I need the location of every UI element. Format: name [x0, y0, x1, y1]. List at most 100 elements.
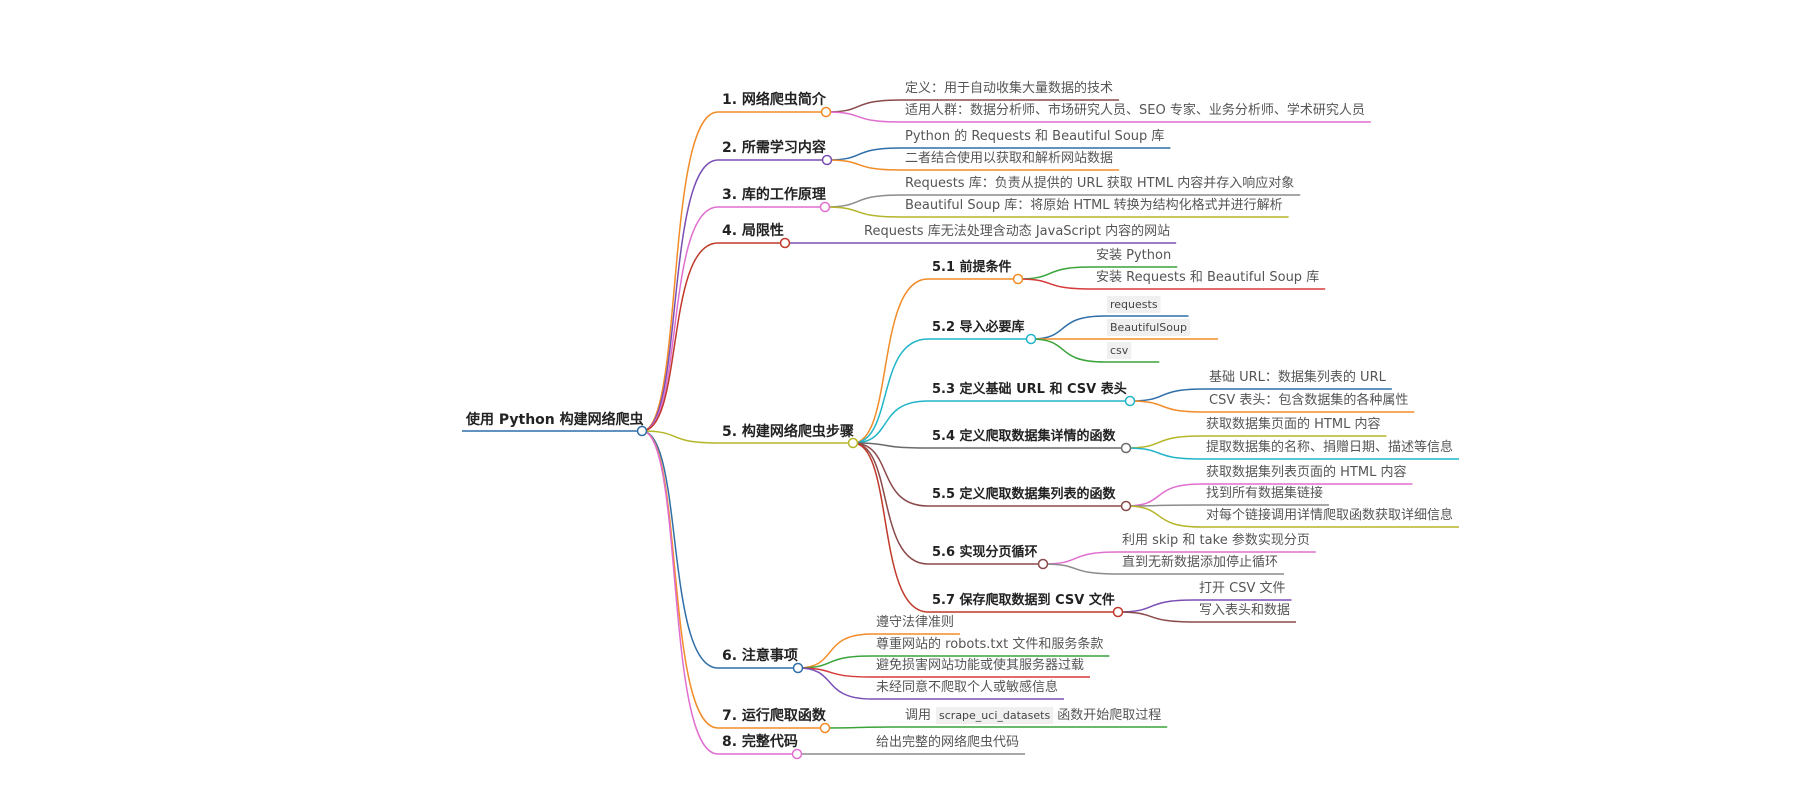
leaf-edge: [1042, 563, 1119, 575]
step-4-title: 5.4 定义爬取数据集详情的函数: [932, 428, 1117, 444]
code-chip: [1107, 296, 1161, 313]
leaf-label: 利用 skip 和 take 参数实现分页: [1122, 532, 1310, 548]
collapse-toggle[interactable]: [791, 748, 803, 760]
collapse-toggle[interactable]: [779, 237, 791, 249]
leaf-label: 未经同意不爬取个人或敏感信息: [876, 679, 1058, 695]
leaf-mixed: 调用 scrape_uci_datasets 函数开始爬取过程: [905, 707, 1161, 724]
sub-edge: [852, 442, 929, 613]
leaf-edge: [1125, 483, 1203, 507]
leaf-label: 对每个链接调用详情爬取函数获取详细信息: [1206, 507, 1453, 523]
code-leaf-csv: csv: [1110, 344, 1129, 357]
branch-7-title: 7. 运行爬取函数: [722, 707, 827, 724]
leaf-label: Python 的 Requests 和 Beautiful Soup 库: [905, 128, 1164, 144]
leaf-edge: [1017, 266, 1093, 280]
leaf-edge: [825, 111, 902, 123]
step-7-title: 5.7 保存爬取数据到 CSV 文件: [932, 592, 1115, 608]
leaf-label: 找到所有数据集链接: [1206, 485, 1323, 501]
collapse-toggle[interactable]: [1037, 558, 1049, 570]
sub-edge: [852, 278, 929, 444]
collapse-toggle[interactable]: [1012, 273, 1024, 285]
collapse-toggle[interactable]: [1112, 606, 1124, 618]
leaf-label: 打开 CSV 文件: [1199, 581, 1286, 596]
branch-1-title: 1. 网络爬虫简介: [722, 91, 827, 108]
branch-edge: [641, 242, 719, 432]
leaf-edge: [797, 667, 873, 700]
collapse-toggle[interactable]: [819, 201, 831, 213]
collapse-toggle[interactable]: [1124, 395, 1136, 407]
leaf-label: 调用: [905, 708, 931, 723]
leaf-suffix: 函数开始爬取过程: [1057, 708, 1161, 723]
code-chip: [936, 707, 1054, 724]
code-chip: [1107, 319, 1190, 336]
step-1-title: 5.1 前提条件: [932, 259, 1012, 275]
leaf-label: 写入表头和数据: [1199, 603, 1290, 618]
leaf-edge: [824, 206, 902, 218]
collapse-toggle[interactable]: [820, 106, 832, 118]
leaf-label: Requests 库：负责从提供的 URL 获取 HTML 内容并存入响应对象: [905, 175, 1294, 191]
leaf-edge: [1117, 599, 1196, 613]
leaf-label: 给出完整的网络爬虫代码: [876, 734, 1019, 750]
sub-edge: [852, 338, 929, 444]
step-3-title: 5.3 定义基础 URL 和 CSV 表头: [932, 381, 1127, 397]
leaf-edge: [1125, 447, 1203, 460]
leaf-label: Beautiful Soup 库：将原始 HTML 转换为结构化格式并进行解析: [905, 197, 1283, 213]
root-collapse-toggle[interactable]: [636, 425, 648, 437]
leaf-edge: [1125, 435, 1203, 449]
branch-edge: [641, 111, 719, 432]
step-5-title: 5.5 定义爬取数据集列表的函数: [932, 486, 1117, 502]
leaf-label: 获取数据集列表页面的 HTML 内容: [1206, 464, 1406, 480]
branch-5-title: 5. 构建网络爬虫步骤: [722, 423, 854, 440]
leaf-edge: [1030, 315, 1106, 340]
leaf-label: 提取数据集的名称、捐赠日期、描述等信息: [1206, 439, 1453, 455]
branch-3-title: 3. 库的工作原理: [722, 186, 826, 203]
branch-4-title: 4. 局限性: [722, 222, 784, 239]
leaf-edge: [1125, 505, 1203, 528]
leaf-edge: [825, 99, 902, 113]
leaf-edge: [1042, 551, 1119, 565]
leaf-edge: [1129, 388, 1206, 402]
branch-edge: [641, 430, 719, 669]
collapse-toggle[interactable]: [1025, 333, 1037, 345]
leaf-label: 安装 Python: [1096, 248, 1171, 263]
branch-6-title: 6. 注意事项: [722, 647, 798, 664]
leaf-edge: [824, 194, 902, 208]
code-chip: [1107, 342, 1132, 359]
step-2-title: 5.2 导入必要库: [932, 319, 1025, 335]
leaf-label: 直到无新数据添加停止循环: [1122, 554, 1278, 570]
collapse-toggle[interactable]: [1120, 442, 1132, 454]
branch-edge: [641, 430, 719, 755]
collapse-toggle[interactable]: [819, 722, 831, 734]
code-label: scrape_uci_datasets: [939, 709, 1050, 722]
leaf-label: 避免损害网站功能或使其服务器过载: [876, 657, 1084, 673]
branch-edge: [641, 206, 719, 432]
leaf-edge: [826, 159, 902, 171]
leaf-edge: [1017, 278, 1093, 290]
collapse-toggle[interactable]: [847, 437, 859, 449]
step-6-title: 5.6 实现分页循环: [932, 544, 1038, 560]
leaf-edge: [824, 726, 902, 729]
code-leaf-requests: requests: [1110, 298, 1158, 311]
leaf-label: 基础 URL：数据集列表的 URL: [1209, 369, 1387, 385]
branch-2-title: 2. 所需学习内容: [722, 139, 826, 156]
leaf-edge: [1117, 611, 1196, 623]
leaf-label: Requests 库无法处理含动态 JavaScript 内容的网站: [864, 223, 1170, 239]
leaf-label: 二者结合使用以获取和解析网站数据: [905, 150, 1113, 166]
leaf-label: 定义：用于自动收集大量数据的技术: [905, 80, 1113, 96]
leaf-edge: [826, 147, 902, 161]
collapse-toggle[interactable]: [1120, 500, 1132, 512]
collapse-toggle[interactable]: [821, 154, 833, 166]
leaf-edge: [1030, 338, 1106, 363]
sub-edge: [852, 400, 929, 444]
collapse-toggle[interactable]: [792, 662, 804, 674]
leaf-label: 获取数据集页面的 HTML 内容: [1206, 416, 1380, 432]
branch-8-title: 8. 完整代码: [722, 733, 798, 750]
leaf-edge: [797, 633, 873, 669]
branch-edge: [641, 430, 719, 444]
leaf-label: CSV 表头：包含数据集的各种属性: [1209, 392, 1408, 408]
code-leaf-beautifulsoup: BeautifulSoup: [1110, 321, 1187, 334]
leaf-label: 遵守法律准则: [876, 614, 954, 630]
sub-edge: [852, 442, 929, 449]
leaf-label: 尊重网站的 robots.txt 文件和服务条款: [876, 636, 1103, 652]
sub-edge: [852, 442, 929, 507]
